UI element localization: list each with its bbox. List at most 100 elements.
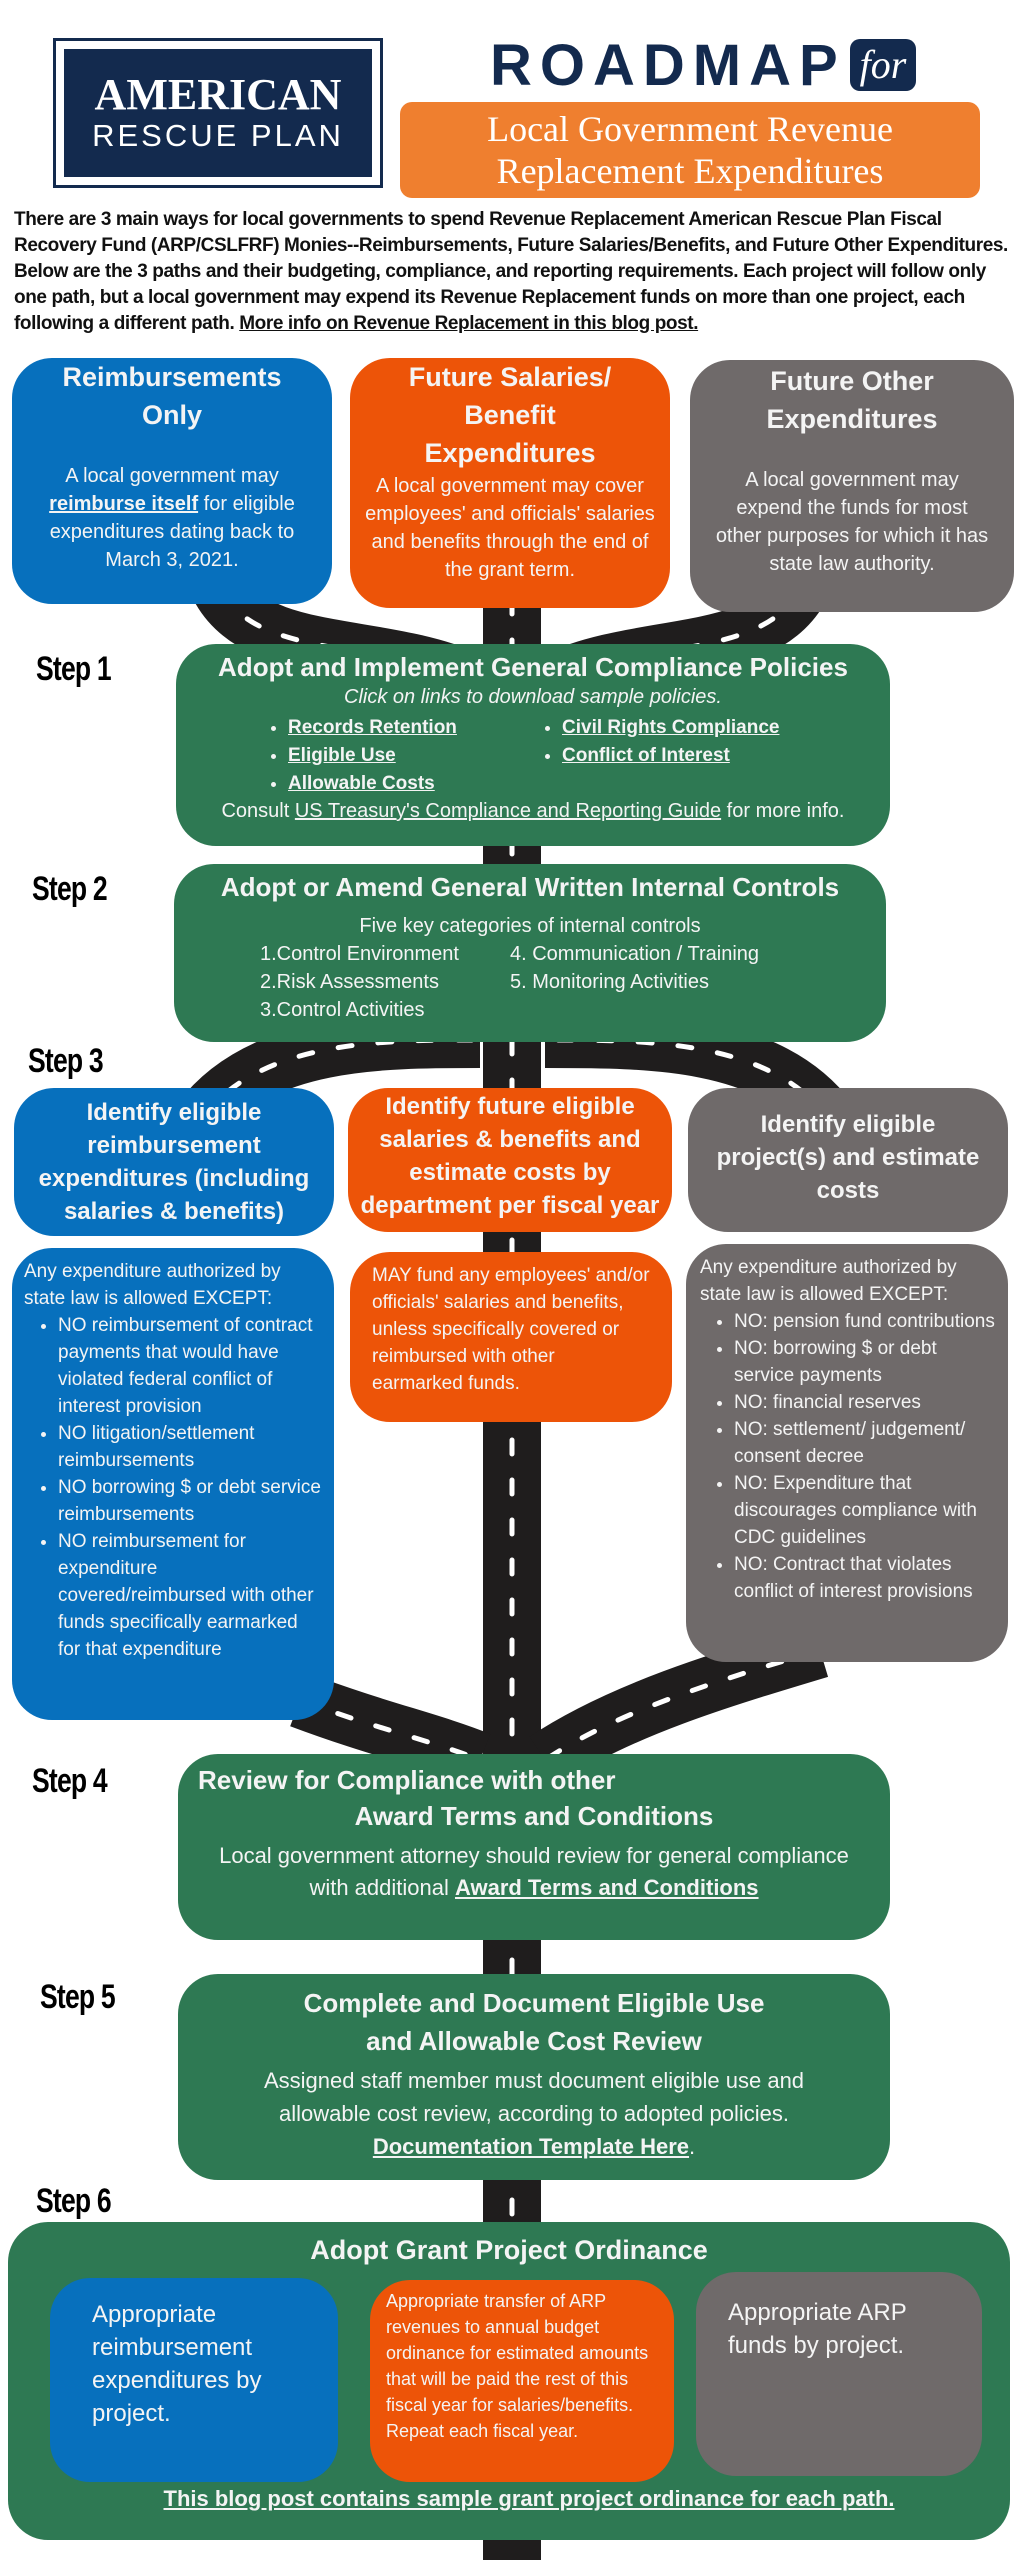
- step-3-header-text: Identify future eligible salaries & bene…: [360, 1093, 660, 1219]
- path-future-other: Future Other Expenditures A local govern…: [690, 360, 1014, 612]
- step-1-box: Adopt and Implement General Compliance P…: [176, 644, 890, 846]
- control-item: 1.Control Environment: [260, 943, 459, 965]
- step-5-link-line: Documentation Template Here.: [238, 2130, 830, 2163]
- step-4-body: Local government attorney should review …: [178, 1834, 890, 1904]
- award-terms-link[interactable]: Award Terms and Conditions: [454, 1875, 759, 1900]
- logo-line2: RESCUE PLAN: [92, 118, 344, 153]
- step-4-title-line2: Award Terms and Conditions: [354, 1801, 714, 1831]
- rule-item: NO: Contract that violates conflict of i…: [734, 1551, 996, 1605]
- subtitle-banner: Local Government Revenue Replacement Exp…: [400, 102, 980, 198]
- body-text: Local government attorney should review …: [219, 1843, 849, 1900]
- step-3-reimbursement-rules: Any expenditure authorized by state law …: [12, 1248, 334, 1720]
- rule-item: NO: borrowing $ or debt service payments: [734, 1335, 996, 1389]
- footer-text: for more info.: [721, 800, 845, 822]
- rules-list: NO reimbursement of contract payments th…: [24, 1312, 322, 1663]
- step-3-header-text: Identify eligible reimbursement expendit…: [38, 1099, 310, 1225]
- rule-item: NO reimbursement for expenditure covered…: [58, 1528, 322, 1663]
- control-item: 3.Control Activities: [260, 999, 425, 1021]
- intro-paragraph: There are 3 main ways for local governme…: [14, 207, 1014, 337]
- policy-links-col1: Records Retention Eligible Use Allowable…: [254, 714, 508, 798]
- for-badge: for: [849, 39, 917, 91]
- step-4-label: Step 4: [32, 1762, 108, 1800]
- roadmap-word: ROADMAP: [490, 32, 846, 98]
- ordinance-blog-link[interactable]: This blog post contains sample grant pro…: [163, 2486, 895, 2511]
- step-1-label: Step 1: [36, 650, 112, 688]
- policy-link[interactable]: Conflict of Interest: [562, 742, 812, 770]
- step-5-box: Complete and Document Eligible Use and A…: [178, 1974, 890, 2180]
- policy-link[interactable]: Records Retention: [288, 714, 508, 742]
- footer-text: Consult: [221, 800, 295, 822]
- path-desc: A local government may reimburse itself …: [34, 462, 310, 574]
- step-6-projects: Appropriate ARP funds by project.: [696, 2272, 982, 2476]
- policy-link[interactable]: Eligible Use: [288, 742, 508, 770]
- intro-blog-link[interactable]: More info on Revenue Replacement in this…: [239, 313, 699, 334]
- roadmap-heading: ROADMAP for: [490, 30, 917, 100]
- rule-item: NO: pension fund contributions: [734, 1308, 996, 1335]
- path-desc-text: for eligible expenditures dating back to…: [49, 493, 295, 571]
- step-3-label: Step 3: [28, 1042, 104, 1080]
- rule-item: NO: Expenditure that discourages complia…: [734, 1470, 996, 1551]
- policy-links-col2: Civil Rights Compliance Conflict of Inte…: [528, 714, 812, 798]
- step-1-footer: Consult US Treasury's Compliance and Rep…: [176, 798, 890, 824]
- road-right-low: [529, 1623, 829, 1784]
- step-3-header-salaries: Identify future eligible salaries & bene…: [348, 1088, 672, 1232]
- path-reimbursements: Reimbursements Only A local government m…: [12, 358, 332, 604]
- rule-item: NO borrowing $ or debt service reimburse…: [58, 1474, 322, 1528]
- controls-list: 1.Control Environment 2.Risk Assessments…: [174, 940, 886, 1024]
- rule-item: NO litigation/settlement reimbursements: [58, 1420, 322, 1474]
- rules-list: NO: pension fund contributions NO: borro…: [700, 1308, 996, 1605]
- ordinance-text: Appropriate reimbursement expenditures b…: [92, 2301, 262, 2427]
- path-title: Future Salaries/ Benefit Expenditures: [408, 362, 612, 468]
- control-item: 5. Monitoring Activities: [510, 971, 709, 993]
- step-6-title: Adopt Grant Project Ordinance: [310, 2235, 708, 2265]
- step-2-label: Step 2: [32, 870, 108, 908]
- controls-col1: 1.Control Environment 2.Risk Assessments…: [260, 940, 500, 1024]
- subtitle-line1: Local Government Revenue: [487, 109, 893, 149]
- step-3-projects-rules: Any expenditure authorized by state law …: [686, 1244, 1008, 1662]
- control-item: 2.Risk Assessments: [260, 971, 439, 993]
- step-6-reimbursement: Appropriate reimbursement expenditures b…: [50, 2278, 338, 2482]
- step-3-salaries-rules: MAY fund any employees' and/or officials…: [350, 1252, 672, 1422]
- step-6-footer: This blog post contains sample grant pro…: [8, 2486, 1010, 2512]
- subtitle-line2: Replacement Expenditures: [496, 151, 884, 191]
- rules-text: MAY fund any employees' and/or officials…: [372, 1265, 650, 1394]
- rule-item: NO reimbursement of contract payments th…: [58, 1312, 322, 1420]
- step-5-title: Complete and Document Eligible Use and A…: [303, 1988, 765, 2056]
- step-6-label: Step 6: [36, 2182, 112, 2220]
- rules-intro: Any expenditure authorized by state law …: [700, 1257, 957, 1305]
- step-4-box: Review for Compliance with other Award T…: [178, 1754, 890, 1940]
- documentation-template-link[interactable]: Documentation Template Here: [372, 2134, 690, 2159]
- treasury-guide-link[interactable]: US Treasury's Compliance and Reporting G…: [294, 800, 722, 822]
- intro-text: There are 3 main ways for local governme…: [14, 209, 1008, 334]
- control-item: 4. Communication / Training: [510, 943, 760, 965]
- policy-links: Records Retention Eligible Use Allowable…: [176, 714, 890, 798]
- ordinance-text: Appropriate transfer of ARP revenues to …: [386, 2291, 649, 2441]
- punctuation: .: [689, 2134, 696, 2159]
- step-2-box: Adopt or Amend General Written Internal …: [174, 864, 886, 1042]
- arp-logo: AMERICAN RESCUE PLAN: [53, 38, 383, 188]
- controls-col2: 4. Communication / Training 5. Monitorin…: [510, 940, 800, 1024]
- path-title: Reimbursements Only: [62, 362, 282, 430]
- rule-item: NO: settlement/ judgement/ consent decre…: [734, 1416, 996, 1470]
- rules-intro: Any expenditure authorized by state law …: [24, 1261, 281, 1309]
- policy-link[interactable]: Allowable Costs: [288, 770, 508, 798]
- step-3-header-text: Identify eligible project(s) and estimat…: [716, 1111, 980, 1204]
- policy-link[interactable]: Civil Rights Compliance: [562, 714, 812, 742]
- path-desc-text: A local government may: [65, 465, 279, 487]
- path-title: Future Other Expenditures: [766, 366, 938, 434]
- logo-line1: AMERICAN: [94, 70, 342, 119]
- reimburse-itself-link[interactable]: reimburse itself: [49, 493, 199, 515]
- rule-item: NO: financial reserves: [734, 1389, 996, 1416]
- ordinance-text: Appropriate ARP funds by project.: [728, 2299, 907, 2359]
- step-1-title: Adopt and Implement General Compliance P…: [218, 652, 848, 682]
- path-desc: A local government may expend the funds …: [715, 469, 989, 575]
- step-3-header-reimbursement: Identify eligible reimbursement expendit…: [14, 1088, 334, 1236]
- step-2-title: Adopt or Amend General Written Internal …: [220, 872, 840, 902]
- step-5-label: Step 5: [40, 1978, 116, 2016]
- step-3-header-projects: Identify eligible project(s) and estimat…: [688, 1088, 1008, 1232]
- path-future-salaries: Future Salaries/ Benefit Expenditures A …: [350, 358, 670, 608]
- step-4-title-line1: Review for Compliance with other: [198, 1765, 616, 1795]
- step-6-salaries: Appropriate transfer of ARP revenues to …: [370, 2280, 674, 2482]
- step-2-subtitle: Five key categories of internal controls: [359, 915, 701, 937]
- path-desc: A local government may cover employees' …: [365, 475, 655, 581]
